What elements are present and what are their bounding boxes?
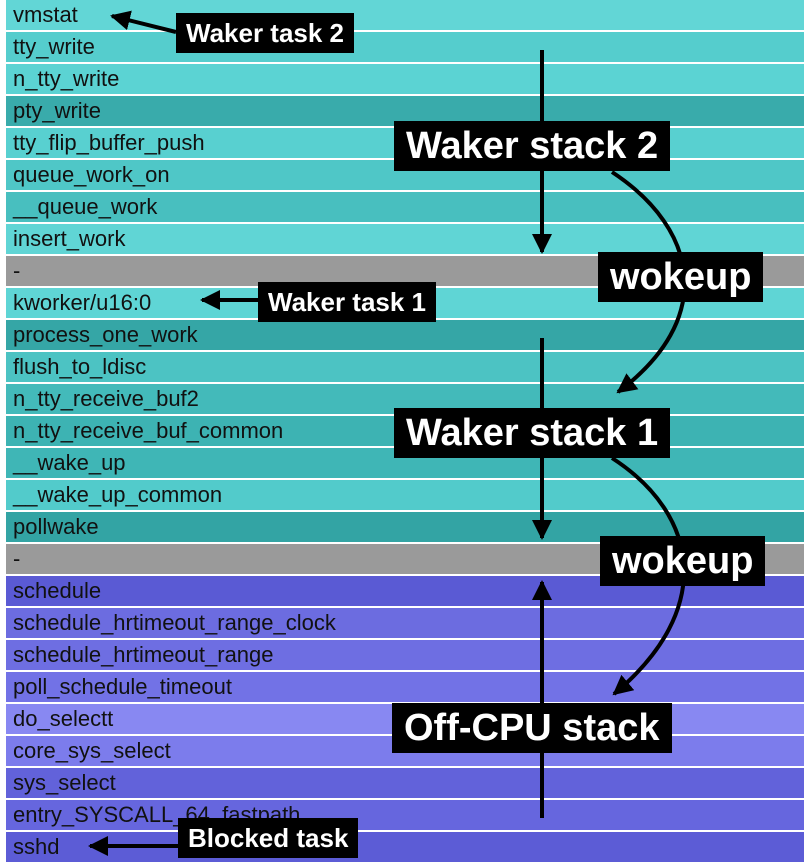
stack-frame[interactable]: n_tty_write <box>6 64 804 94</box>
stack-frame[interactable]: vmstat <box>6 0 804 30</box>
stack-frame[interactable]: schedule_hrtimeout_range <box>6 640 804 670</box>
waker-task-1-label: Waker task 1 <box>258 282 437 322</box>
stack-frame[interactable]: __queue_work <box>6 192 804 222</box>
stack-frame[interactable]: sys_select <box>6 768 804 798</box>
waker-task-2-pointer-arrow <box>110 10 177 34</box>
wokeup-label-2: wokeup <box>600 536 766 586</box>
blocked-task-label: Blocked task <box>178 818 359 858</box>
stack-frame[interactable]: schedule_hrtimeout_range_clock <box>6 608 804 638</box>
stack-frame[interactable]: flush_to_ldisc <box>6 352 804 382</box>
offcpu-stack-label: Off-CPU stack <box>392 703 672 753</box>
wokeup-label-1: wokeup <box>598 252 764 302</box>
waker-task-2-label: Waker task 2 <box>176 13 355 53</box>
stack-frame[interactable]: tty_write <box>6 32 804 62</box>
waker-stack-2-label: Waker stack 2 <box>394 121 671 171</box>
stack-frame[interactable]: poll_schedule_timeout <box>6 672 804 702</box>
stack-frame[interactable]: __wake_up_common <box>6 480 804 510</box>
stack-frame[interactable]: entry_SYSCALL_64_fastpath <box>6 800 804 830</box>
stack-frame[interactable]: insert_work <box>6 224 804 254</box>
waker-stack-1-label: Waker stack 1 <box>394 408 671 458</box>
